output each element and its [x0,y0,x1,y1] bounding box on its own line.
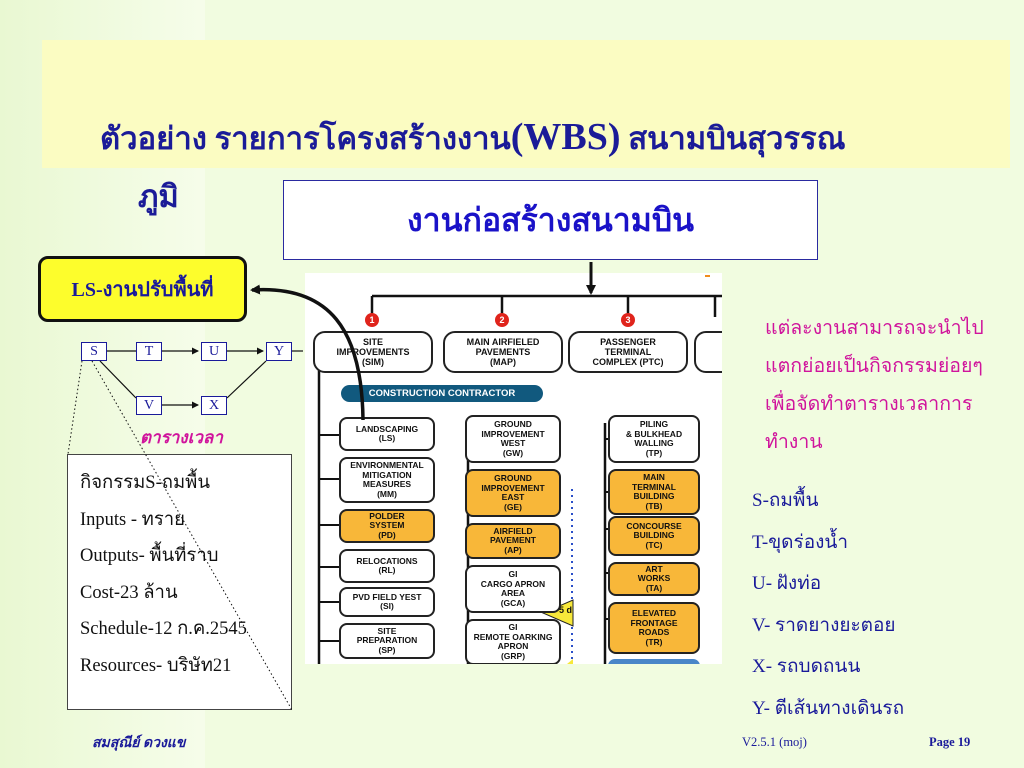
title-band [42,40,1010,168]
activity-legend: S-ถมพื้น T-ขุดร่องน้ำ U- ฝังท่อ V- ราดยา… [752,480,904,729]
legend-u: U- ฝังท่อ [752,573,822,594]
schedule-node-u: U [201,342,227,361]
activity-detail-box: กิจกรรมS-ถมพื้น Inputs - ทราย Outputs- พ… [67,454,292,710]
explanation-note: แต่ละงานสามารถจะนำไปแตกย่อยเป็นกิจกรรมย่… [765,318,984,453]
schedule-node-v: V [136,396,162,415]
wbs-node-grp: GI REMOTE OARKING APRON (GRP) [465,619,561,664]
legend-t: T-ขุดร่องน้ำ [752,531,849,553]
detail-schedule: Schedule-12 ก.ค.2545 [80,619,247,639]
wbs-node-tr: ELEVATED FRONTAGE ROADS (TR) [608,602,700,654]
wbs-node-pd: POLDER SYSTEM (PD) [339,509,435,543]
detail-inputs: Inputs - ทราย [80,509,186,530]
wbs-node-ls: LANDSCAPING (LS) [339,417,435,451]
legend-x: X- รถบดถนน [752,656,861,677]
header-number-3: 3 [621,313,635,327]
legend-y: Y- ตีเส้นทางเดินรถ [752,697,905,719]
wbs-header-sim: SITE IMPROVEMENTS (SIM) [313,331,433,373]
construction-contractor-bar: CONSTRUCTION CONTRACTOR [341,385,543,402]
wbs-node-ap: AIRFIELD PAVEMENT (AP) [465,523,561,559]
detail-outputs: Outputs- พื้นที่ราบ [80,546,219,566]
wbs-node-tb: MAIN TERMINAL BUILDING (TB) [608,469,700,515]
schedule-node-x: X [201,396,227,415]
schedule-node-s: S [81,342,107,361]
wbs-header-partial [694,331,722,373]
wbs-node-ge: GROUND IMPROVEMENT EAST (GE) [465,469,561,517]
header-number-1: 1 [365,313,379,327]
wbs-header-ptc: PASSENGER TERMINAL COMPLEX (PTC) [568,331,688,373]
wbs-node-tp: PILING & BULKHEAD WALLING (TP) [608,415,700,463]
wbs-node-si: PVD FIELD YEST (SI) [339,587,435,617]
wbs-node-sp: SITE PREPARATION (SP) [339,623,435,659]
wbs-chart: 1 2 3 SITE IMPROVEMENTS (SIM) MAIN AIRFI… [305,273,722,664]
detail-cost: Cost-23 ล้าน [80,582,178,603]
wbs-node-tc: CONCOURSE BUILDING (TC) [608,516,700,556]
schedule-label: ตารางเวลา [140,428,223,447]
title-continuation: ภูมิ [138,179,179,214]
wbs-header-map: MAIN AIRFIELED PAVEMENTS (MAP) [443,331,563,373]
wbs-node-gca: GI CARGO APRON AREA (GCA) [465,565,561,613]
title-text-after: สนามบินสุวรรณ [620,121,846,156]
detail-activity: กิจกรรมS-ถมพื้น [80,473,210,493]
title-acronym: (WBS) [510,116,621,158]
ls-highlight-box: LS-งานปรับพื้นที่ [38,256,247,322]
wbs-node-mm: ENVIRONMENTAL MITIGATION MEASURES (MM) [339,457,435,503]
wbs-node-ta: ART WORKS (TA) [608,562,700,596]
top-level-box: งานก่อสร้างสนามบิน [283,180,818,260]
slide-title: ตัวอย่าง รายการโครงสร้างงาน(WBS) สนามบิน… [100,108,960,226]
wbs-node-rl: RELOCATIONS (RL) [339,549,435,583]
footer-page-number: Page 19 [929,735,971,749]
wbs-node-gw: GROUND IMPROVEMENT WEST (GW) [465,415,561,463]
wbs-node-partial-blue [608,659,700,664]
footer-version: V2.5.1 (moj) [742,735,807,749]
footer-author: สมสุณีย์ ดวงแข [92,736,186,751]
legend-s: S-ถมพื้น [752,490,819,511]
schedule-node-t: T [136,342,162,361]
header-number-2: 2 [495,313,509,327]
title-text-before: ตัวอย่าง รายการโครงสร้างงาน [100,121,511,156]
legend-v: V- ราดยางยะตอย [752,614,896,636]
schedule-node-y: Y [266,342,292,361]
detail-resources: Resources- บริษัท21 [80,655,232,676]
five-day-tag: 5 d [559,605,573,615]
